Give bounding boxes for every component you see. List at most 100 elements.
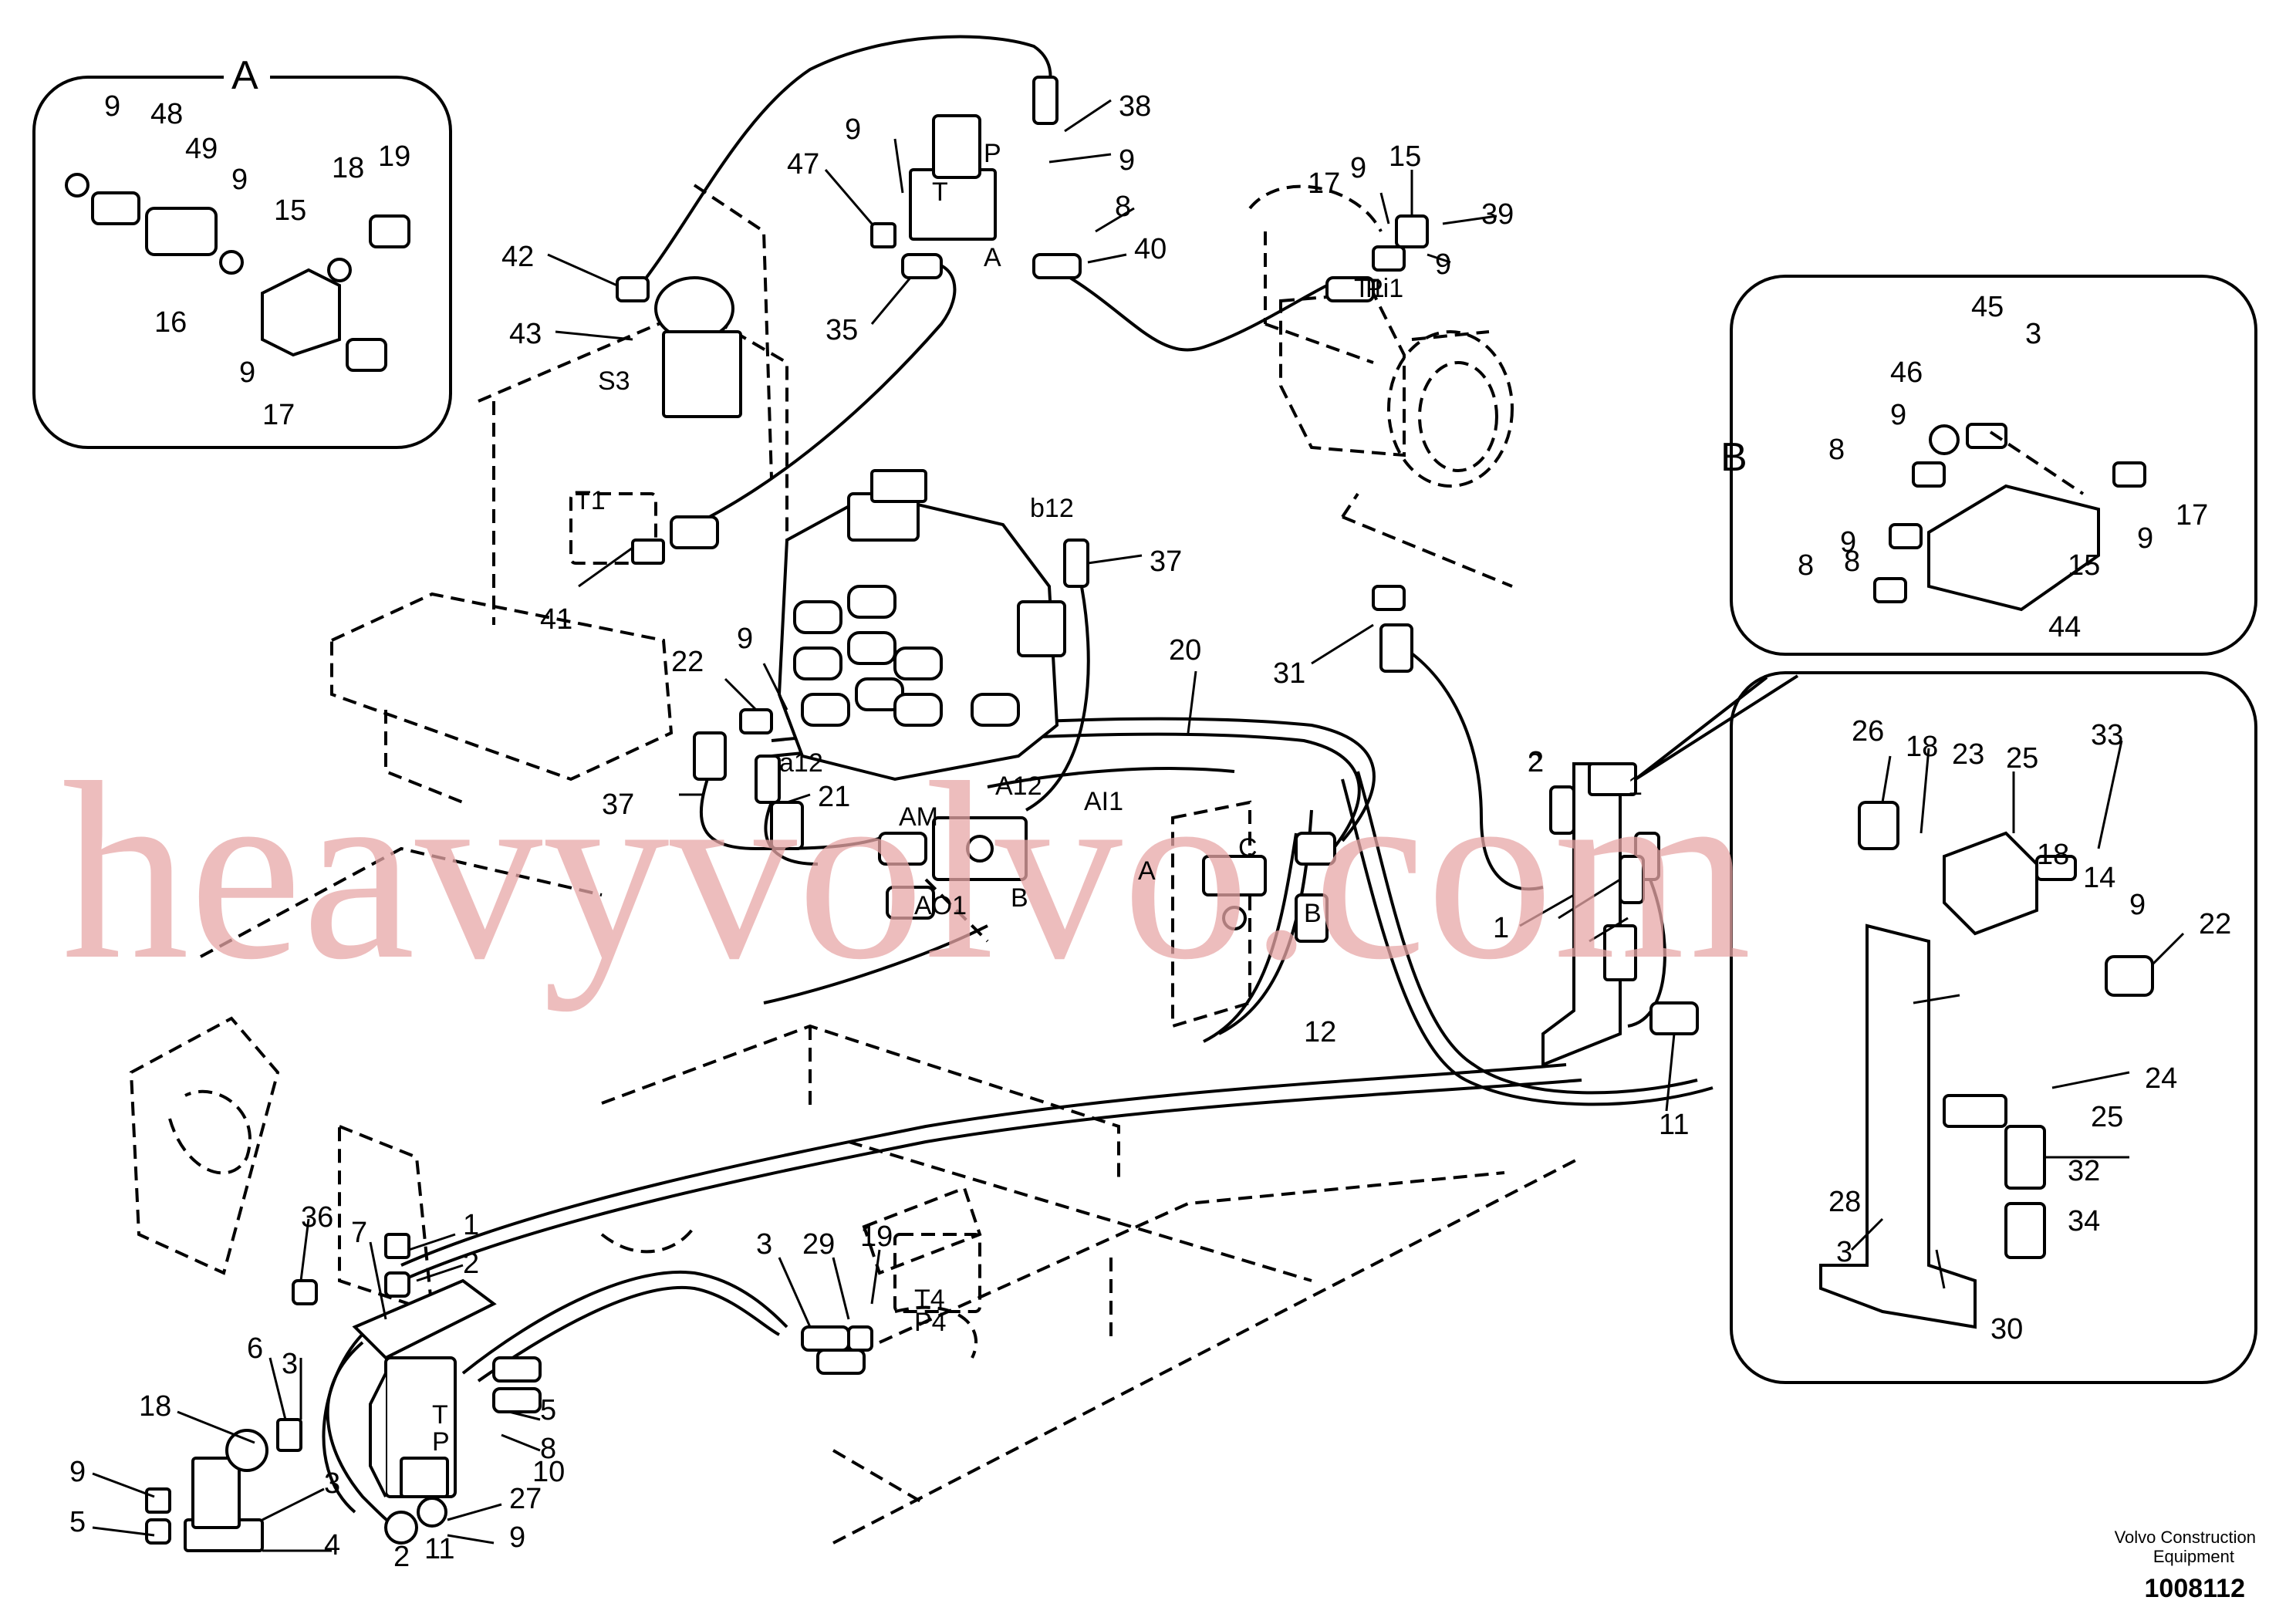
port-tag-P4: P4 [914,1308,947,1337]
valve-spools [793,585,1020,727]
watermark: heavyvolvo.com [62,731,1751,1012]
footer-block: Volvo Construction Equipment 1008112 [2115,1528,2256,1603]
port-tag-a12: a12 [779,748,823,778]
detail-b-title: B [1720,435,1747,480]
detail-b-box [1730,275,2257,656]
detail-b-callout-9: 9 [2137,522,2153,555]
main-callout-22: 22 [671,646,704,678]
main-callout-29: 29 [802,1228,835,1261]
detail-a-callout-17: 17 [262,399,295,431]
port-tag-b12: b12 [1030,494,1074,523]
main-callout-42: 42 [501,241,534,273]
detail-b-callout-45: 45 [1971,291,2004,323]
pilot-valve-top [909,114,997,241]
detail-a-callout-9: 9 [104,90,120,123]
main-callout-37: 37 [1150,545,1182,578]
main-callout-7: 7 [351,1217,367,1249]
port-tag-P: P [432,1427,450,1457]
main-callout-9: 9 [1119,144,1135,177]
main-callout-36: 36 [301,1201,333,1234]
detail-c-callout-24: 24 [2145,1062,2177,1095]
detail-b-callout-8: 8 [1798,549,1814,582]
detail-a-callout-15: 15 [274,194,306,227]
main-callout-1: 1 [1493,912,1509,944]
block-t1 [569,492,665,565]
port-block-t4p4 [893,1233,981,1313]
detail-a-callout-48: 48 [150,98,183,130]
main-callout-20: 20 [1169,634,1201,667]
hose-lines [322,35,1714,1529]
main-callout-6: 6 [247,1332,263,1365]
detail-a-callout-16: 16 [154,306,187,339]
check-valve-c [1202,855,1267,930]
main-callout-2: 2 [393,1541,410,1573]
detail-b-callout-3: 3 [2025,318,2041,350]
main-callout-9: 9 [1350,152,1366,184]
detail-c-callout-22: 22 [2199,908,2231,940]
drawing-number: 1008112 [2145,1574,2246,1603]
detail-c-callout-18: 18 [2037,839,2069,871]
detail-a-box: A [32,53,452,449]
main-callout-18: 18 [139,1390,171,1423]
detail-c-callout-25: 25 [2091,1101,2123,1133]
detail-c-callout-28: 28 [1828,1186,1861,1218]
detail-b-callout-17: 17 [2176,499,2208,532]
port-tag-T1: T1 [575,486,606,515]
main-callout-3: 3 [756,1228,772,1261]
control-valve [777,469,1066,782]
main-callout-2: 2 [1528,746,1544,778]
detail-c-callout-14: 14 [2083,862,2115,894]
main-callout-21: 21 [818,781,850,813]
port-tag-AM: AM [899,802,938,832]
main-callout-9: 9 [737,623,753,655]
detail-a-title: A [231,53,258,98]
detail-b-callout-8: 8 [1844,545,1860,578]
port-tag-2: 2 [1528,748,1542,778]
port-tag-1: 1 [1628,771,1643,801]
main-callout-39: 39 [1481,198,1514,231]
detail-b-callout-9: 9 [1840,526,1856,559]
port-tag-S3: S3 [598,366,630,396]
detail-a-callout-9: 9 [239,356,255,389]
detail-b-callout-8: 8 [1828,434,1845,466]
port-tag-P: P [984,139,1001,168]
machine-outline [129,184,1582,1545]
detail-a-callout-9: 9 [231,164,248,196]
main-callout-19: 19 [860,1221,893,1253]
port-tag-B: B [1304,899,1322,928]
detail-c-callout-18: 18 [1906,731,1938,763]
port-tag-T1: T1 [1354,274,1385,303]
main-callout-37: 37 [602,788,634,821]
main-callout-17: 17 [1308,167,1340,200]
main-callout-10: 10 [532,1456,565,1488]
port-tag-A12: A12 [995,771,1042,801]
main-callout-8: 8 [1115,191,1131,223]
detail-b-callout-9: 9 [1890,399,1906,431]
brand-line-1: Volvo Construction [2115,1528,2256,1547]
port-tag-T4: T4 [914,1285,945,1314]
leader-lines [92,99,2185,1552]
main-callout-38: 38 [1119,90,1151,123]
main-callout-47: 47 [787,148,819,181]
main-callout-3: 3 [324,1467,340,1500]
port-tag-B: B [1011,883,1028,913]
main-callout-43: 43 [509,318,542,350]
main-callout-5: 5 [69,1506,86,1538]
port-tag-AI1: AI1 [1084,787,1123,816]
detail-c-parts [1819,801,2154,1329]
main-callout-27: 27 [509,1483,542,1515]
hydraulic-motor [1279,291,1514,488]
detail-c-callout-23: 23 [1952,738,1984,771]
detail-c-callout-30: 30 [1990,1313,2023,1345]
pedal-assembly [352,1278,497,1545]
port-tag-T: T [932,177,948,207]
detail-b-callout-15: 15 [2068,549,2100,582]
detail-a-callout-19: 19 [378,140,410,173]
main-callout-2: 2 [463,1248,479,1280]
main-callout-4: 4 [324,1529,340,1562]
